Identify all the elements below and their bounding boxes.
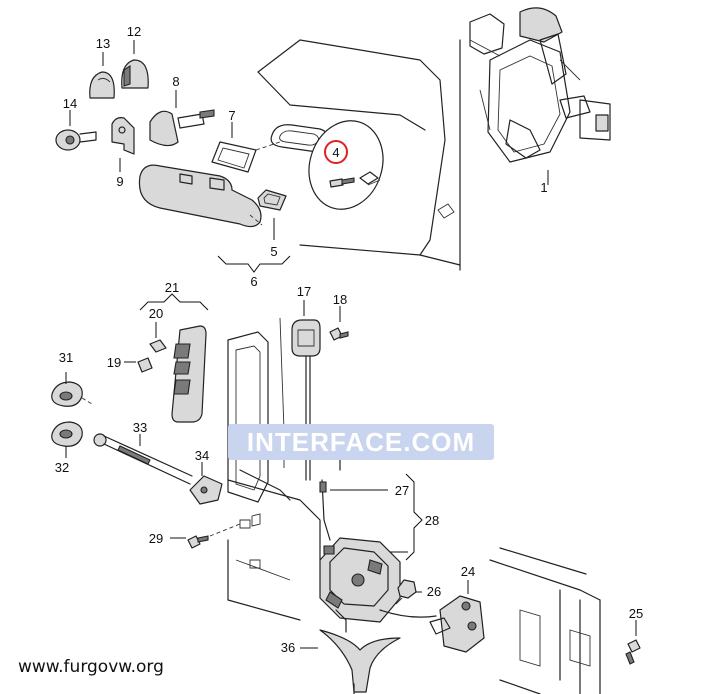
part-8-lock-cylinder	[149, 90, 215, 147]
label-part-6: 6	[250, 274, 257, 289]
label-part-5: 5	[270, 244, 277, 259]
label-part-26: 26	[427, 584, 441, 599]
label-part-27: 27	[395, 483, 409, 498]
part-29-screw	[170, 523, 241, 549]
brace-28	[405, 473, 423, 561]
part-19-clip	[124, 357, 153, 373]
part-20-clip	[149, 322, 167, 353]
label-part-24: 24	[461, 564, 475, 579]
door-frame-lower	[227, 331, 341, 621]
part-labels: 1 4 5 6 7 8 9 12 13 14 17 18 19 20 21 24…	[55, 24, 643, 655]
label-part-7: 7	[228, 108, 235, 123]
watermark: INTERFACE.COM	[228, 424, 494, 460]
label-part-31: 31	[59, 350, 73, 365]
part-27-rod	[319, 479, 388, 541]
label-part-12: 12	[127, 24, 141, 39]
label-part-28: 28	[425, 513, 439, 528]
label-part-34: 34	[195, 448, 209, 463]
callout-disc	[308, 120, 384, 210]
part-6-outer-handle	[138, 164, 263, 228]
part-32-trim	[51, 421, 83, 458]
label-part-4: 4	[332, 145, 339, 160]
label-part-20: 20	[149, 306, 163, 321]
part-33-rod	[93, 433, 193, 485]
label-part-13: 13	[96, 36, 110, 51]
door-structure-right-lower	[489, 547, 601, 694]
part-7-gasket	[211, 122, 281, 173]
part-5-insert	[257, 189, 287, 240]
part-18-screw	[329, 306, 349, 341]
part-12-cap	[121, 40, 149, 89]
label-part-29: 29	[149, 531, 163, 546]
label-part-33: 33	[133, 420, 147, 435]
part-9-bracket	[111, 117, 135, 172]
part-14-grommet	[55, 110, 97, 151]
highlight-ring	[324, 140, 348, 164]
site-url: www.furgovw.org	[18, 657, 164, 677]
label-part-8: 8	[172, 74, 179, 89]
lock-mechanism-top	[469, 7, 611, 185]
label-part-25: 25	[629, 606, 643, 621]
label-part-14: 14	[63, 96, 77, 111]
label-part-36: 36	[281, 640, 295, 655]
label-part-21: 21	[165, 280, 179, 295]
label-part-18: 18	[333, 292, 347, 307]
door-panel-upper	[257, 39, 461, 271]
part-28-lock-body	[319, 537, 437, 633]
label-part-9: 9	[116, 174, 123, 189]
part-24-striker	[429, 580, 485, 653]
watermark-text: INTERFACE.COM	[247, 427, 475, 457]
label-part-1: 1	[540, 180, 547, 195]
part-26-clip	[395, 579, 422, 605]
label-part-17: 17	[297, 284, 311, 299]
label-part-32: 32	[55, 460, 69, 475]
part-21-inner-handle	[171, 325, 207, 423]
part-25-screw	[625, 620, 641, 665]
part-34-housing	[189, 462, 223, 505]
part-36-cable-guide	[300, 629, 401, 694]
label-part-19: 19	[107, 355, 121, 370]
brace-21	[139, 293, 209, 311]
part-31-trim	[51, 372, 93, 407]
part-13-cap	[89, 52, 115, 99]
brace-6	[217, 255, 291, 273]
